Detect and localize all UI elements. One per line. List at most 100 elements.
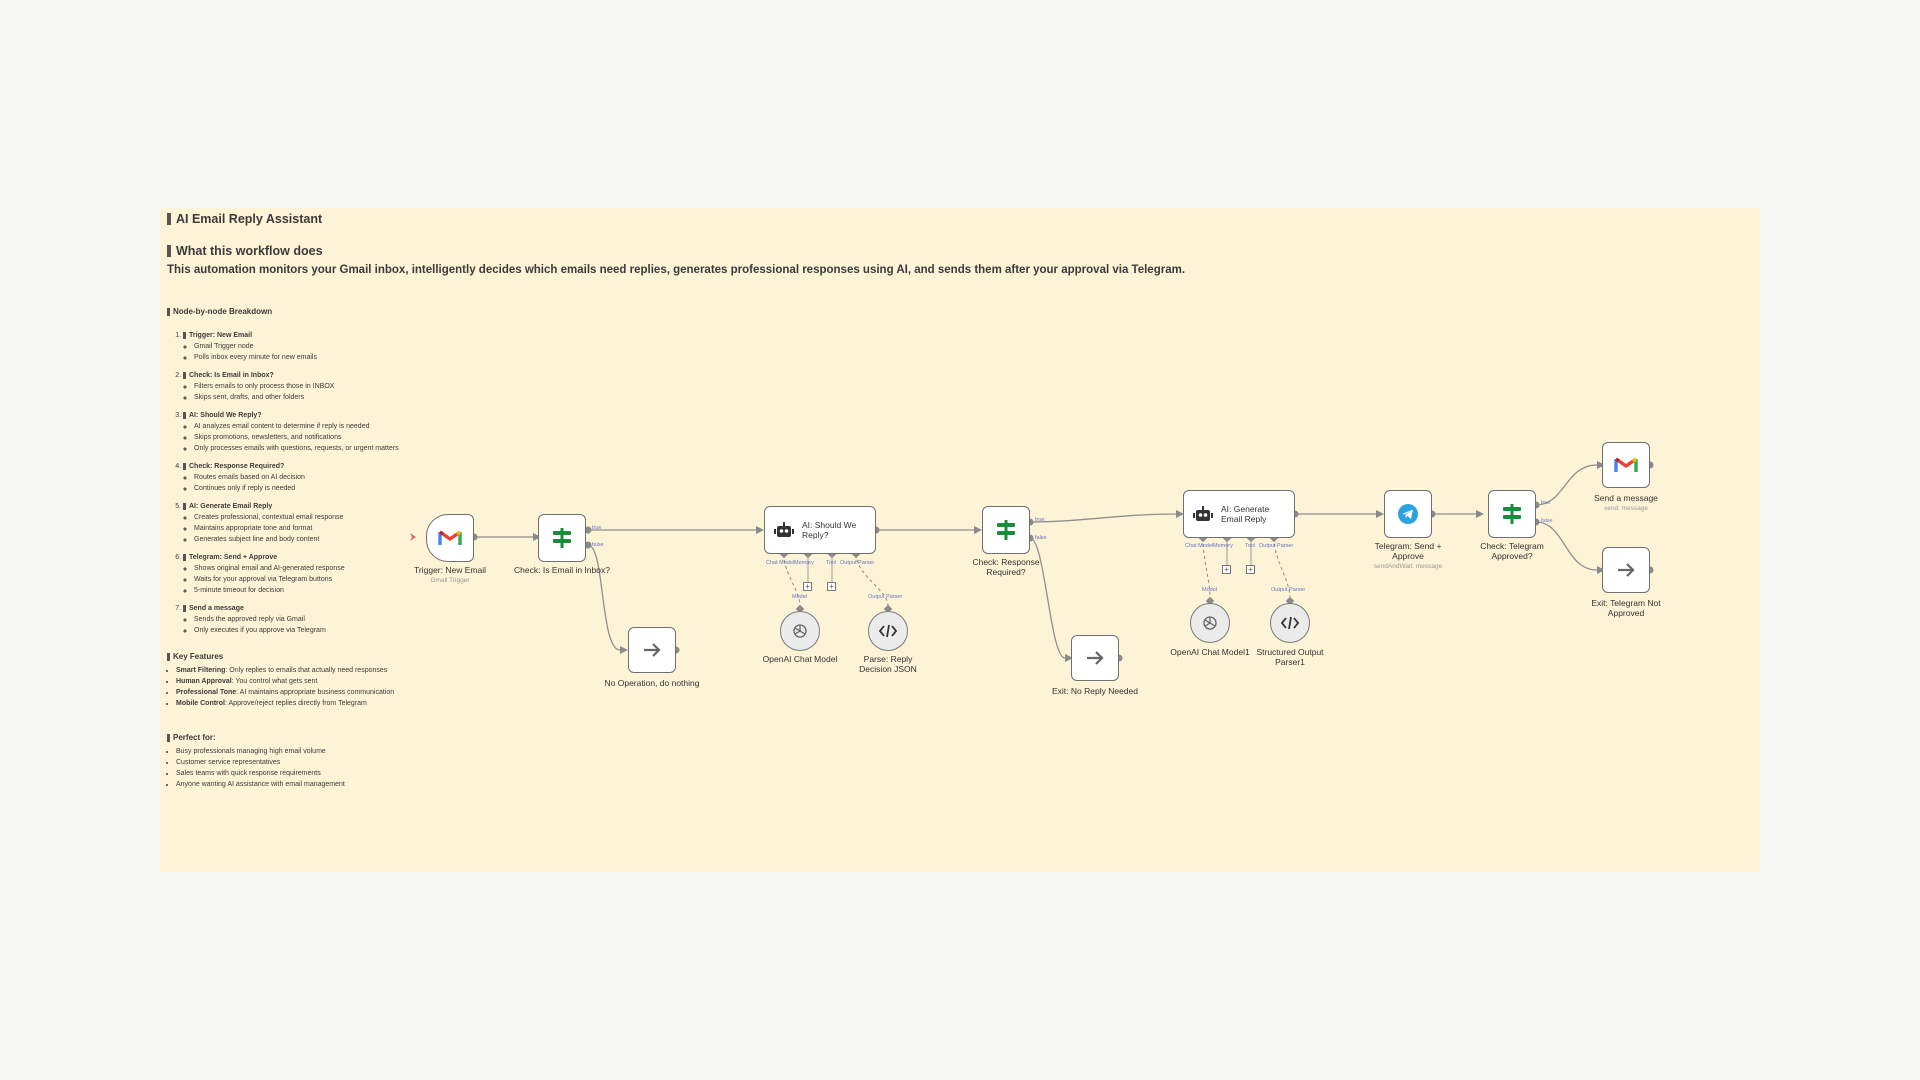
node-parse-reply-decision[interactable] xyxy=(868,611,908,651)
output-label-false: false xyxy=(1541,518,1553,524)
step-item: AI: Generate Email ReplyCreates professi… xyxy=(183,501,1317,545)
node-check-telegram-approved[interactable] xyxy=(1488,490,1536,538)
node-label: Trigger: New Email xyxy=(414,565,486,575)
port-label-tool: Tool xyxy=(1245,543,1256,549)
node-label: Exit: Telegram Not Approved xyxy=(1591,598,1661,618)
step-item: Check: Is Email in Inbox?Filters emails … xyxy=(183,370,1317,403)
perfect-item: Customer service representatives xyxy=(176,757,1317,768)
arrow-head xyxy=(620,646,628,654)
perfect-item: Busy professionals managing high email v… xyxy=(176,746,1317,757)
node-ai-should-reply[interactable]: AI: Should We Reply? xyxy=(764,506,876,554)
node-trigger-new-email[interactable] xyxy=(426,514,474,562)
if-icon xyxy=(997,520,1015,540)
node-sublabel: send: message xyxy=(1603,505,1649,512)
port-label-memory: Memory xyxy=(1213,543,1233,549)
arrow-head xyxy=(1065,654,1073,662)
note-subtitle: What this workflow does xyxy=(167,244,1317,258)
node-check-inbox[interactable] xyxy=(538,514,586,562)
arrow-right-icon xyxy=(1087,651,1104,665)
if-icon xyxy=(553,528,571,548)
node-openai-chat-model[interactable] xyxy=(780,611,820,651)
openai-icon xyxy=(1203,616,1217,630)
sub-connection xyxy=(1202,537,1211,599)
port-label-model: Chat Model xyxy=(766,560,795,566)
port-label-model: Model xyxy=(792,594,807,600)
node-label: Structured Output Parser1 xyxy=(1256,647,1324,667)
node-structured-output-parser[interactable] xyxy=(1270,603,1310,643)
output-port xyxy=(584,526,592,534)
openai-icon xyxy=(793,624,807,638)
arrow-head xyxy=(974,526,982,534)
node-no-operation[interactable] xyxy=(628,627,676,673)
arrow-right-icon xyxy=(644,643,661,657)
step-item: Telegram: Send + ApproveShows original e… xyxy=(183,552,1317,596)
arrow-head xyxy=(1597,461,1605,469)
node-label: OpenAI Chat Model1 xyxy=(1170,647,1250,657)
feature-item: Human Approval: You control what gets se… xyxy=(176,676,1317,687)
output-label-false: false xyxy=(1035,535,1047,541)
arrow-head xyxy=(533,533,541,541)
output-label-true: true xyxy=(1035,517,1045,523)
arrow-right-icon xyxy=(1618,563,1635,577)
step-item: Send a messageSends the approved reply v… xyxy=(183,603,1317,636)
connection xyxy=(1535,464,1598,506)
step-item: AI: Should We Reply?AI analyzes email co… xyxy=(183,410,1317,454)
port-label-parser: Output Parser xyxy=(1259,543,1294,549)
perfect-list: Busy professionals managing high email v… xyxy=(167,746,1317,790)
node-check-response-required[interactable] xyxy=(982,506,1030,554)
output-label-false: false xyxy=(592,542,604,548)
node-ai-generate-reply[interactable]: AI: Generate Email Reply xyxy=(1183,490,1295,538)
node-label: Check: Is Email in Inbox? xyxy=(514,565,610,575)
note-features-title: Key Features xyxy=(167,652,1317,661)
sub-connection xyxy=(855,553,889,607)
node-openai-chat-model1[interactable] xyxy=(1190,603,1230,643)
connection xyxy=(1029,513,1177,523)
port-label-tool: Tool xyxy=(826,560,837,566)
robot-icon xyxy=(1193,506,1213,521)
node-sublabel: Gmail Trigger xyxy=(430,577,470,584)
node-exit-no-reply[interactable] xyxy=(1071,635,1119,681)
arrow-head xyxy=(756,526,764,534)
arrow-head xyxy=(1376,510,1384,518)
note-title: AI Email Reply Assistant xyxy=(167,212,1317,226)
port-label-memory: Memory xyxy=(794,560,814,566)
sub-connection xyxy=(783,553,801,607)
perfect-item: Anyone wanting AI assistance with email … xyxy=(176,779,1317,790)
node-label: Send a message xyxy=(1594,493,1658,503)
feature-item: Professional Tone: AI maintains appropri… xyxy=(176,687,1317,698)
telegram-icon xyxy=(1398,504,1418,524)
node-label: AI: Should We Reply? xyxy=(802,520,857,540)
gmail-icon xyxy=(1614,457,1638,472)
add-memory-button[interactable]: + xyxy=(803,582,812,591)
code-icon xyxy=(1281,616,1299,630)
pin-icon xyxy=(410,533,416,541)
feature-item: Smart Filtering: Only replies to emails … xyxy=(176,665,1317,676)
note-description: This automation monitors your Gmail inbo… xyxy=(167,264,1186,276)
node-label: Telegram: Send + Approve xyxy=(1374,541,1442,561)
node-exit-telegram-not-approved[interactable] xyxy=(1602,547,1650,593)
add-memory-button[interactable]: + xyxy=(1222,565,1231,574)
output-port xyxy=(584,541,592,549)
add-tool-button[interactable]: + xyxy=(1246,565,1255,574)
node-telegram-send-approve[interactable] xyxy=(1384,490,1432,538)
code-icon xyxy=(879,624,897,638)
add-tool-button[interactable]: + xyxy=(827,582,836,591)
port-label-parser: Output Parser xyxy=(868,594,903,600)
node-label: Exit: No Reply Needed xyxy=(1052,686,1138,696)
node-label: No Operation, do nothing xyxy=(604,678,700,688)
port-label-model: Chat Model xyxy=(1185,543,1214,549)
node-label: Check: Response Required? xyxy=(972,557,1040,577)
port-label-model: Model xyxy=(1202,587,1217,593)
node-send-message[interactable] xyxy=(1602,442,1650,488)
gmail-icon xyxy=(438,530,462,545)
node-label: OpenAI Chat Model xyxy=(762,654,838,664)
connection xyxy=(1535,521,1598,571)
output-label-true: true xyxy=(1541,500,1551,506)
sub-connection xyxy=(1273,537,1291,599)
note-perfect-title: Perfect for: xyxy=(167,733,1317,742)
sticky-note-content: AI Email Reply Assistant What this workf… xyxy=(167,212,1317,790)
